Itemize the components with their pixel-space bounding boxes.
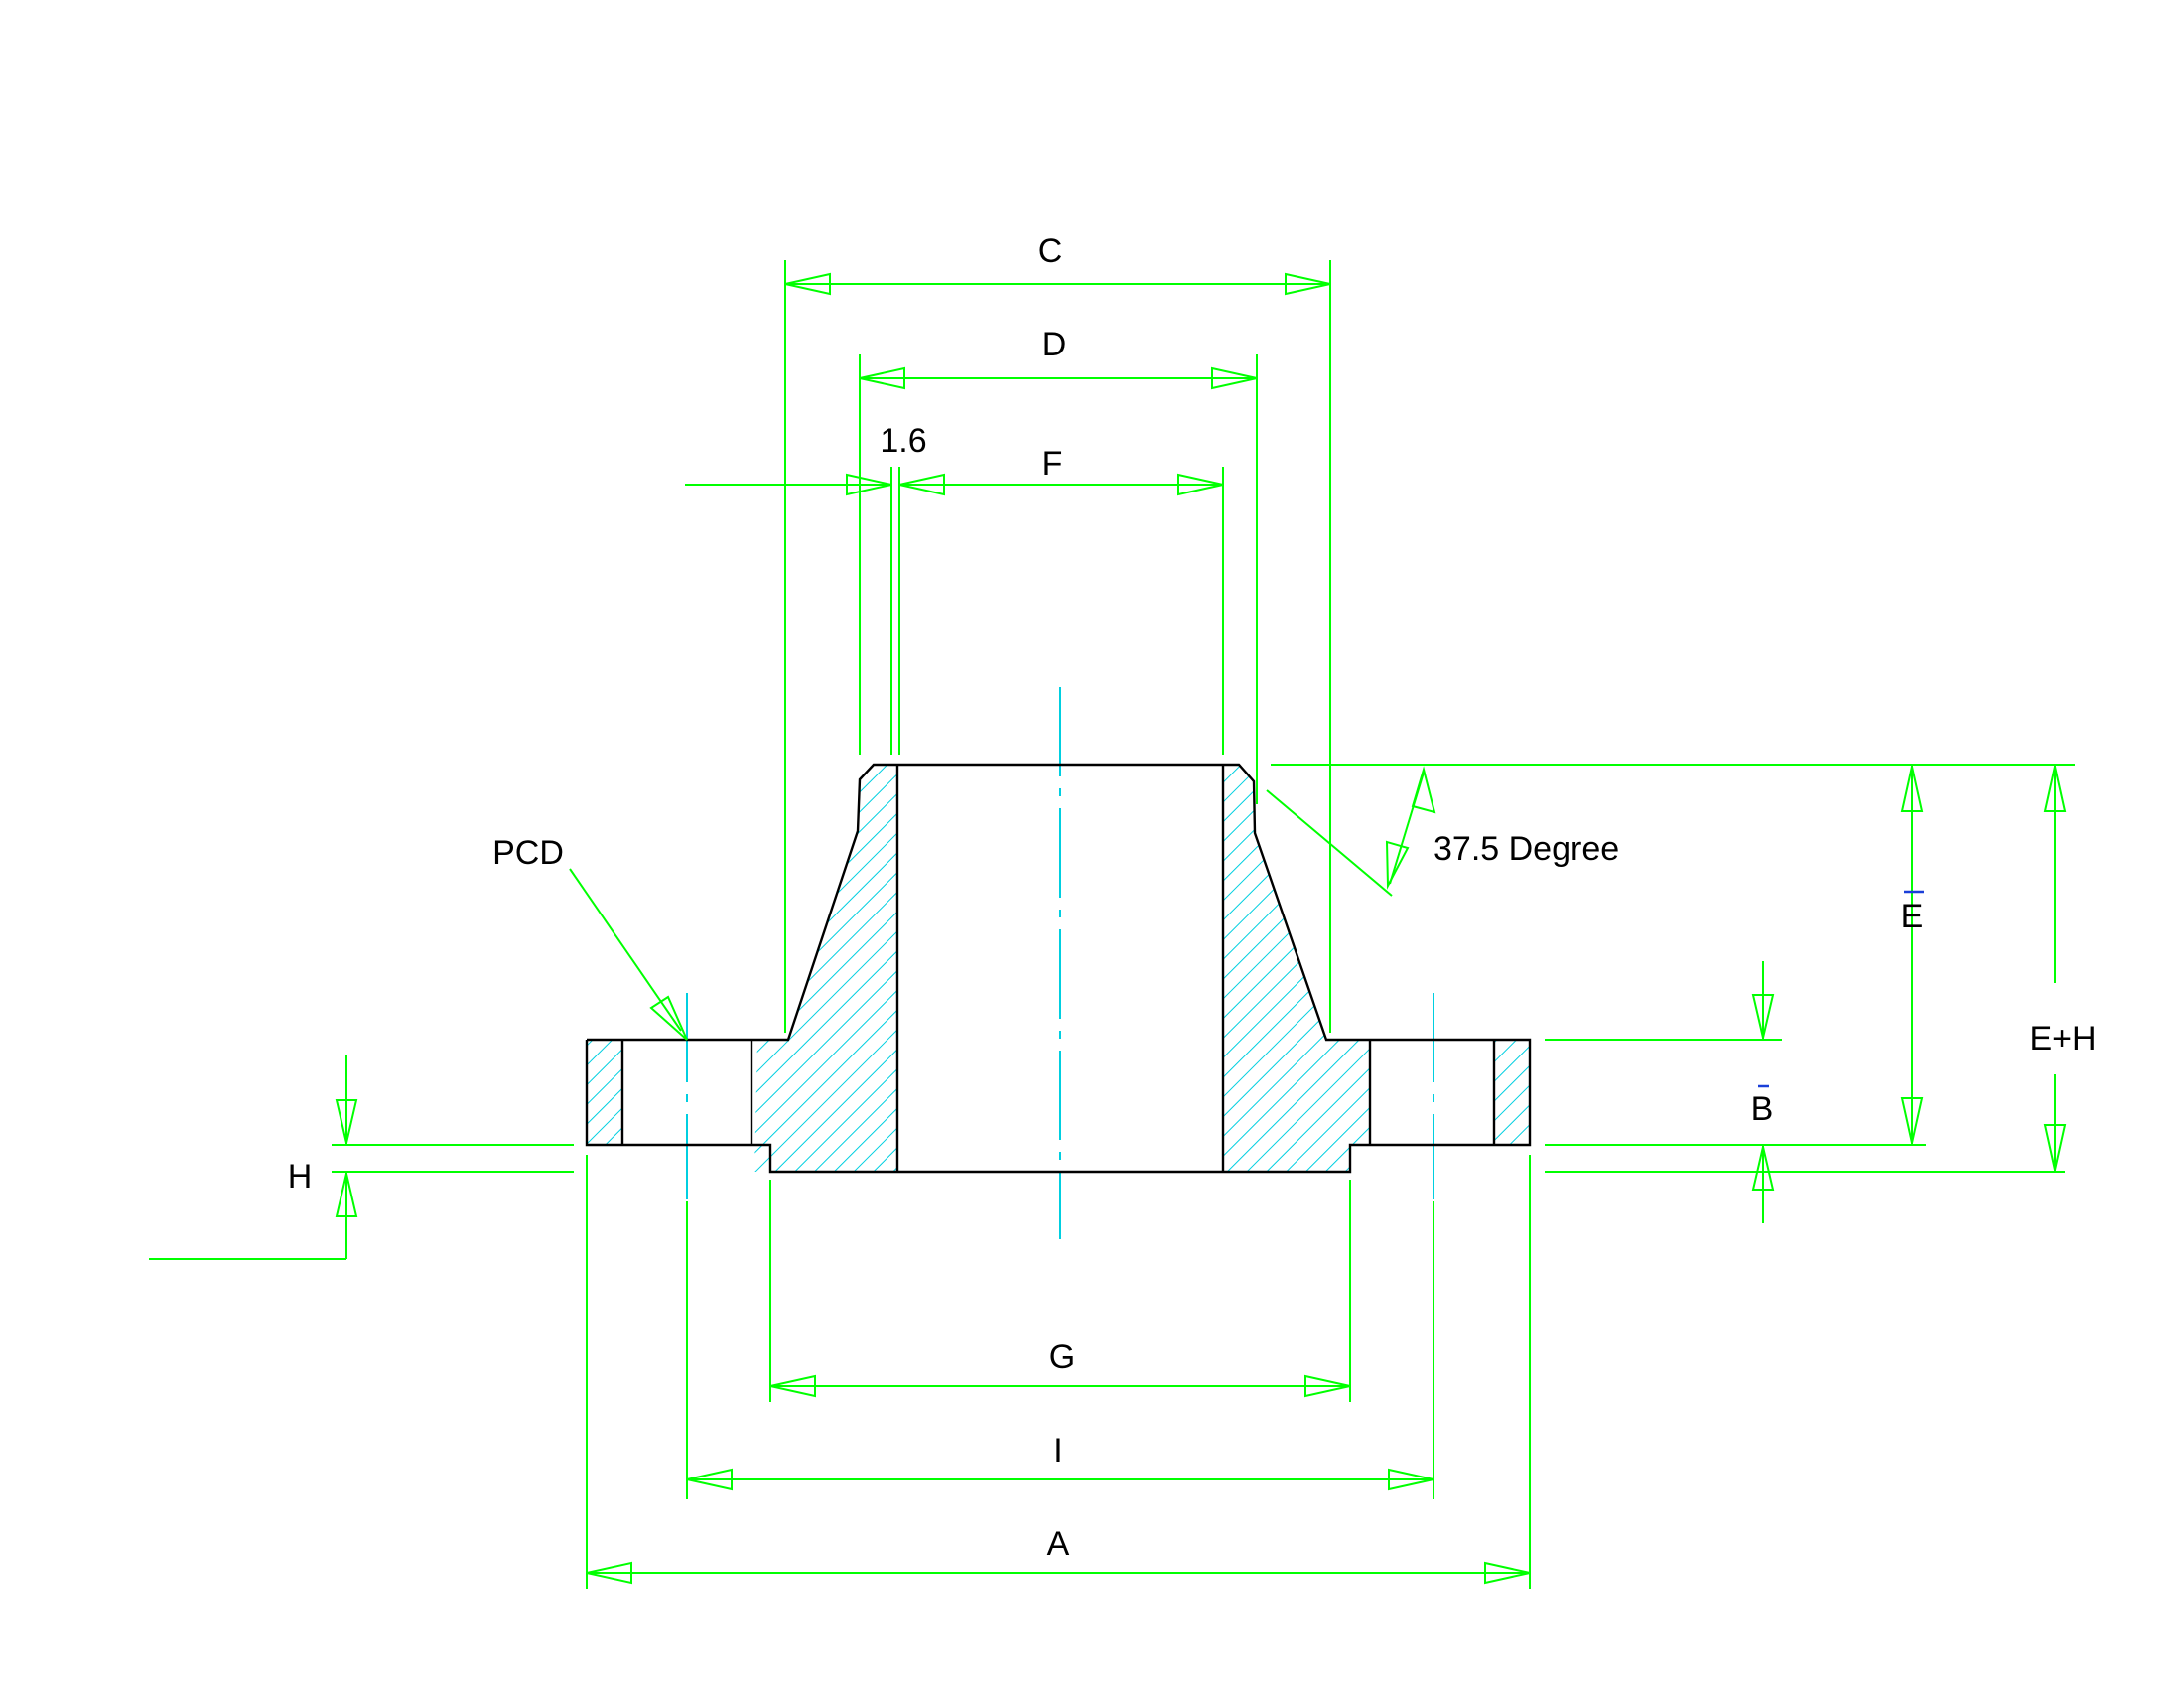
label-pcd: PCD bbox=[492, 834, 564, 872]
label-g: G bbox=[1049, 1338, 1075, 1376]
label-b: B bbox=[1751, 1090, 1774, 1128]
label-thickness: 1.6 bbox=[880, 422, 926, 460]
hatch-right-rim bbox=[1494, 1040, 1530, 1145]
angle-dimension bbox=[1266, 766, 1436, 897]
dimension-c bbox=[784, 260, 1331, 1033]
hatch-left-hub bbox=[754, 765, 897, 1172]
label-e: E bbox=[1901, 898, 1924, 935]
label-c: C bbox=[1038, 232, 1063, 270]
label-a: A bbox=[1047, 1525, 1070, 1563]
label-h: H bbox=[288, 1158, 313, 1196]
dimension-e bbox=[1900, 765, 1924, 1145]
hatch-right-hub bbox=[1223, 765, 1370, 1172]
dimension-h bbox=[149, 1055, 574, 1260]
label-d: D bbox=[1042, 326, 1067, 363]
label-i: I bbox=[1053, 1432, 1062, 1470]
hatch-left-rim bbox=[587, 1040, 622, 1145]
pcd-leader bbox=[569, 868, 688, 1041]
flange-outline bbox=[585, 763, 1532, 1174]
dimension-b bbox=[1545, 961, 2065, 1223]
label-f: F bbox=[1042, 445, 1063, 483]
dimension-f bbox=[685, 467, 1224, 755]
dimension-g bbox=[769, 1180, 1351, 1402]
dimension-i bbox=[686, 1201, 1434, 1499]
dimension-eh bbox=[2043, 765, 2067, 1172]
label-eh: E+H bbox=[2029, 1020, 2096, 1057]
dimension-a bbox=[586, 1155, 1531, 1589]
flange-profile bbox=[585, 763, 1532, 1174]
dimension-d bbox=[859, 354, 1258, 804]
section-hatching bbox=[587, 765, 1530, 1172]
centerlines bbox=[686, 687, 1434, 1239]
label-angle: 37.5 Degree bbox=[1433, 830, 1619, 868]
dimension-labels: C D F 1.6 PCD 37.5 Degree E E+H B H G I … bbox=[288, 232, 2097, 1563]
